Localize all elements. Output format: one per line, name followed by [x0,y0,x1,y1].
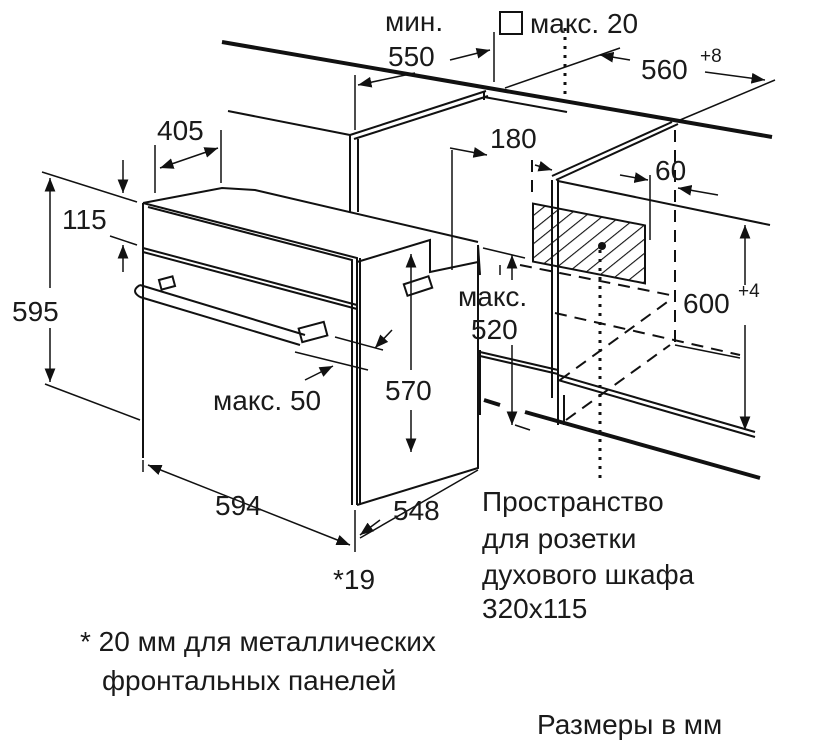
label-min: мин. [385,6,443,37]
label-600-tolerance: +4 [738,281,760,302]
socket-area [532,202,646,285]
countertop [221,40,773,139]
label-max-20: макс. 20 [530,8,638,39]
label-19: *19 [333,564,375,595]
socket-note-line: Пространство [482,486,664,517]
label-520: 520 [471,314,518,345]
footnote: * 20 мм для металлических фронтальных па… [80,626,436,696]
socket-note: Пространство для розетки духового шкафа … [482,486,695,624]
units-note: Размеры в мм [537,709,722,740]
label-594: 594 [215,490,262,521]
label-560: 560 [641,54,688,85]
dimension-labels: мин. 550 макс. 20 560 +8 405 115 595 180… [12,6,760,595]
square-icon [499,11,523,35]
label-60: 60 [655,155,686,186]
socket-note-line: духового шкафа [482,559,695,590]
label-600: 600 [683,288,730,319]
label-560-tolerance: +8 [700,46,722,67]
oven [134,186,479,506]
label-570: 570 [385,375,432,406]
label-595: 595 [12,296,59,327]
socket-point [598,242,606,250]
oven-handle [134,284,306,346]
dimension-lines [41,32,776,552]
footnote-line: фронтальных панелей [102,665,396,696]
label-180: 180 [490,123,537,154]
cabinet-niche [227,28,771,480]
label-550: 550 [388,41,435,72]
label-548: 548 [393,495,440,526]
footnote-line: * 20 мм для металлических [80,626,436,657]
label-max: макс. [458,281,527,312]
label-405: 405 [157,115,204,146]
label-max-50: макс. 50 [213,385,321,416]
label-115: 115 [62,204,107,235]
socket-note-line: для розетки [482,523,636,554]
socket-note-line: 320x115 [482,593,587,624]
